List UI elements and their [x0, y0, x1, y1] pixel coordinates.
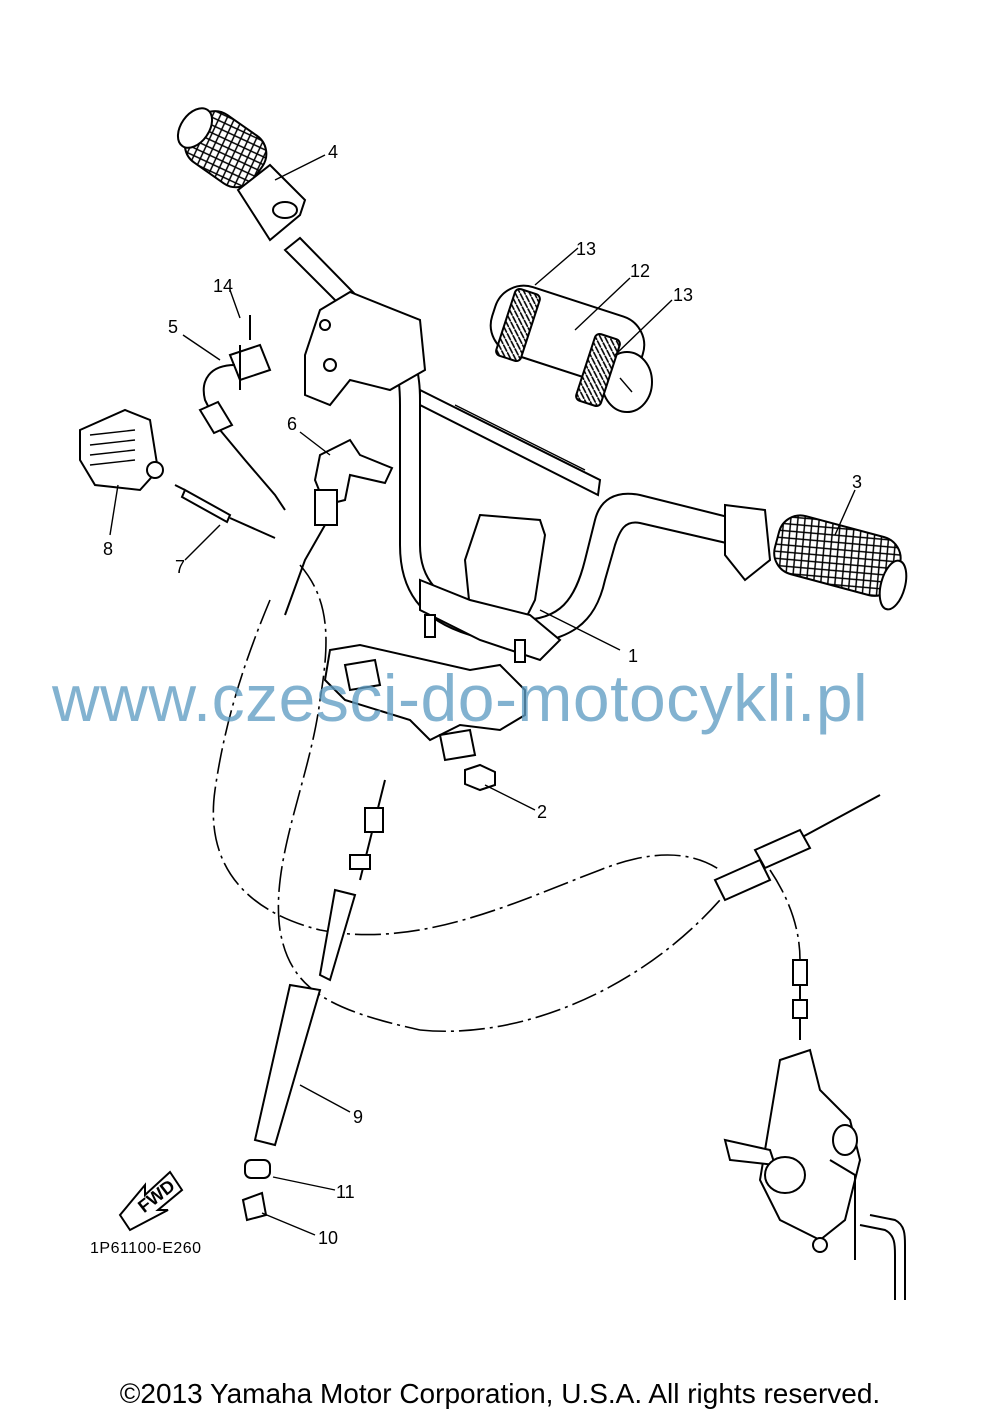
- callout-3: 3: [852, 472, 862, 492]
- left-grip-throttle: [176, 107, 307, 242]
- diagram-code: 1P61100-E260: [90, 1240, 202, 1257]
- nut: [464, 763, 496, 792]
- switch-housing: [304, 290, 427, 407]
- cable-routing: [212, 564, 801, 1032]
- cable-7: [174, 484, 276, 539]
- callout-10: 10: [318, 1228, 338, 1248]
- fwd-arrow: FWD: [118, 1170, 184, 1232]
- callout-7: 7: [175, 557, 185, 577]
- throttle-cable-lower: [713, 794, 881, 1040]
- watermark: www.czesci-do-motocykli.pl: [52, 661, 869, 735]
- callout-9: 9: [353, 1107, 363, 1127]
- callout-4: 4: [328, 142, 338, 162]
- lever-holder: [79, 408, 164, 492]
- handle-clamp: [419, 513, 562, 663]
- callout-12: 12: [630, 261, 650, 281]
- brake-lever: [284, 438, 394, 616]
- spring-cable: [253, 779, 386, 1147]
- callout-5: 5: [168, 317, 178, 337]
- copyright-notice: ©2013 Yamaha Motor Corporation, U.S.A. A…: [119, 1378, 881, 1409]
- callout-8: 8: [103, 539, 113, 559]
- small-parts: [241, 1159, 271, 1222]
- callout-11: 11: [336, 1182, 355, 1202]
- lower-bracket: [323, 643, 526, 762]
- grip-set: [489, 284, 653, 413]
- right-grip: [724, 503, 908, 611]
- callouts: 1 2 3 4 5 6 7 8 9 10 11 12 13 13 14: [103, 142, 862, 1248]
- callout-6: 6: [287, 414, 297, 434]
- callout-13-right: 13: [673, 285, 693, 305]
- callout-14: 14: [213, 276, 233, 296]
- callout-1: 1: [628, 646, 638, 666]
- callout-13-left: 13: [576, 239, 596, 259]
- choke-lever: [198, 315, 286, 511]
- carburetor: [723, 1048, 906, 1300]
- leader-lines: [109, 154, 856, 1236]
- callout-2: 2: [537, 802, 547, 822]
